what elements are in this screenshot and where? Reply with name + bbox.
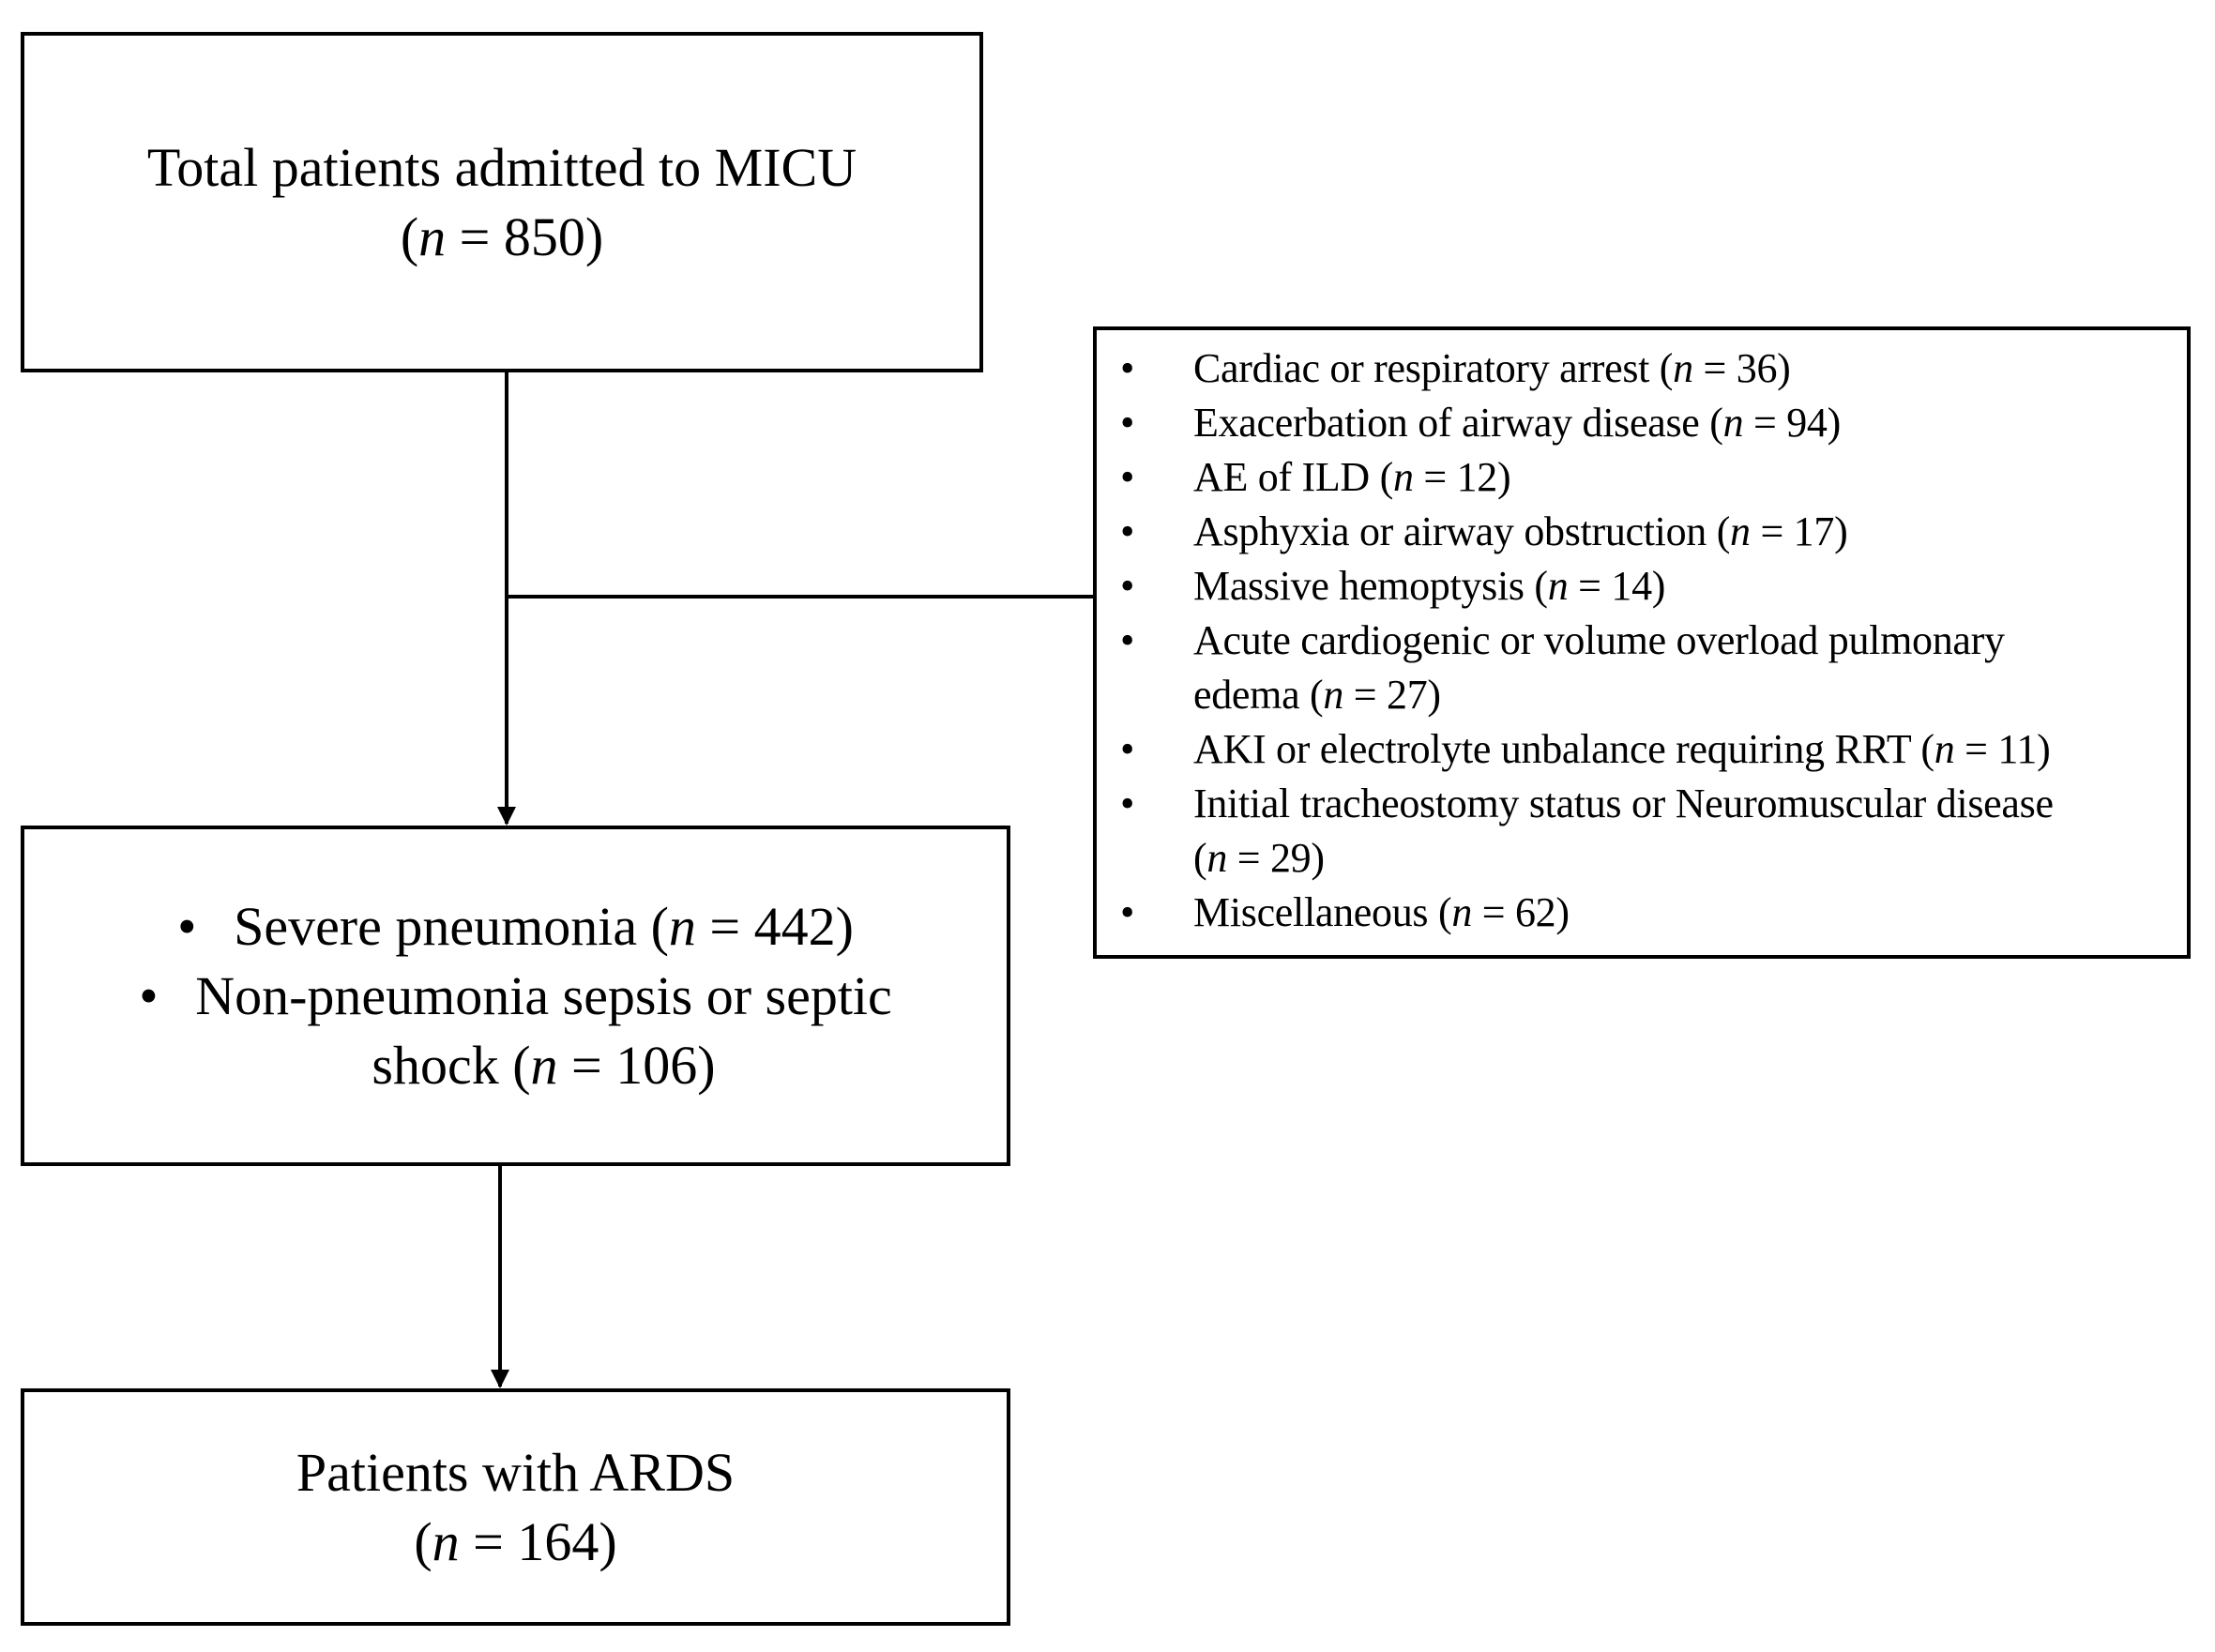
- count-value: = 164): [459, 1510, 617, 1572]
- sepsis-item-text: Severe pneumonia (: [234, 895, 669, 957]
- sepsis-item: • Severe pneumonia (n = 442): [139, 892, 892, 962]
- bullet-icon: •: [1120, 726, 1135, 772]
- exclusion-item-text: Cardiac or respiratory arrest (: [1193, 345, 1674, 391]
- total-patients-count: (n = 850): [401, 203, 603, 272]
- exclusion-item-text: AKI or electrolyte unbalance requiring R…: [1193, 726, 1934, 772]
- exclusion-item: • AKI or electrolyte unbalance requiring …: [1097, 722, 2170, 777]
- n-symbol: n: [1730, 508, 1751, 554]
- n-symbol: n: [1673, 345, 1693, 391]
- exclusion-item-text-cont: edema (: [1193, 672, 1324, 718]
- paren-open: (: [414, 1510, 432, 1572]
- exclusion-item: • Miscellaneous (n = 62): [1097, 886, 2170, 940]
- exclusion-item: • Exacerbation of airway disease (n = 94): [1097, 396, 2170, 450]
- exclusion-item-text: Massive hemoptysis (: [1193, 563, 1548, 609]
- sepsis-item-count: = 106): [557, 1034, 716, 1096]
- exclusion-item-count: = 36): [1692, 345, 1791, 391]
- ards-patients-label: Patients with ARDS: [296, 1441, 736, 1503]
- ards-patients-count: (n = 164): [414, 1508, 616, 1577]
- count-value: = 850): [446, 205, 604, 267]
- n-symbol: n: [1392, 454, 1414, 500]
- exclusion-item-count: = 12): [1413, 454, 1511, 500]
- exclusion-item-text: Initial tracheostomy status or Neuromusc…: [1193, 781, 2054, 826]
- sepsis-item-text: Non-pneumonia sepsis or septic: [195, 964, 892, 1026]
- bullet-icon: •: [1120, 889, 1135, 935]
- n-symbol: n: [1934, 726, 1955, 772]
- n-symbol: n: [1206, 835, 1228, 881]
- exclusion-item-count: = 14): [1568, 563, 1666, 609]
- exclusion-item: • Initial tracheostomy status or Neuromus…: [1097, 777, 2170, 886]
- n-symbol: n: [668, 895, 696, 957]
- exclusion-item-count: = 62): [1472, 889, 1570, 935]
- bullet-icon: •: [1120, 400, 1135, 446]
- n-symbol: n: [432, 1510, 460, 1572]
- exclusion-item-text: Miscellaneous (: [1193, 889, 1452, 935]
- n-symbol: n: [1323, 672, 1344, 718]
- paren-open: (: [400, 205, 419, 267]
- exclusion-item-count: = 27): [1343, 672, 1441, 718]
- exclusion-item: • AE of ILD (n = 12): [1097, 450, 2170, 505]
- sepsis-item: • Non-pneumonia sepsis or septic: [139, 962, 892, 1031]
- exclusion-item-count: = 11): [1954, 726, 2051, 772]
- n-symbol: n: [1547, 563, 1569, 609]
- total-patients-box: Total patients admitted to MICU (n = 850…: [21, 32, 983, 372]
- sepsis-item-count: = 442): [695, 895, 854, 957]
- bullet-icon: •: [1120, 617, 1135, 663]
- sepsis-pneumonia-box: •Severe pneumonia (n = 442)•Non-pneumoni…: [21, 826, 1010, 1166]
- exclusion-item-text: Acute cardiogenic or volume overload pul…: [1193, 617, 2005, 663]
- sepsis-pneumonia-list: •Severe pneumonia (n = 442)•Non-pneumoni…: [139, 892, 892, 1100]
- ards-patients-box: Patients with ARDS (n = 164): [21, 1388, 1010, 1626]
- n-symbol: n: [530, 1034, 558, 1096]
- exclusion-item: • Cardiac or respiratory arrest (n = 36): [1097, 341, 2170, 396]
- bullet-icon: •: [1120, 345, 1135, 391]
- bullet-icon: •: [1120, 454, 1135, 500]
- exclusion-box: •Cardiac or respiratory arrest (n = 36)•…: [1093, 326, 2191, 959]
- n-symbol: n: [418, 205, 447, 267]
- bullet-icon: •: [1120, 781, 1135, 826]
- bullet-icon: •: [1120, 508, 1135, 554]
- exclusion-item: • Massive hemoptysis (n = 14): [1097, 559, 2170, 614]
- bullet-icon: •: [1120, 563, 1135, 609]
- exclusion-list: •Cardiac or respiratory arrest (n = 36)•…: [1097, 330, 2187, 940]
- n-symbol: n: [1722, 400, 1744, 446]
- exclusion-item-text: Exacerbation of airway disease (: [1193, 400, 1723, 446]
- exclusion-item-count: = 29): [1227, 835, 1325, 881]
- exclusion-item: • Acute cardiogenic or volume overload pu…: [1097, 614, 2170, 722]
- sepsis-item-text: shock (: [372, 1034, 531, 1096]
- exclusion-item-count: = 17): [1750, 508, 1848, 554]
- n-symbol: n: [1451, 889, 1473, 935]
- exclusion-item-text: AE of ILD (: [1193, 454, 1393, 500]
- exclusion-item-text-cont: (: [1193, 835, 1207, 881]
- exclusion-item: • Asphyxia or airway obstruction (n = 17): [1097, 505, 2170, 559]
- exclusion-item-text: Asphyxia or airway obstruction (: [1193, 508, 1731, 554]
- total-patients-label: Total patients admitted to MICU: [146, 136, 857, 198]
- bullet-icon: •: [139, 964, 159, 1026]
- bullet-icon: •: [177, 895, 197, 957]
- exclusion-item-count: = 94): [1743, 400, 1841, 446]
- sepsis-item-cont: shock (n = 106): [139, 1031, 892, 1100]
